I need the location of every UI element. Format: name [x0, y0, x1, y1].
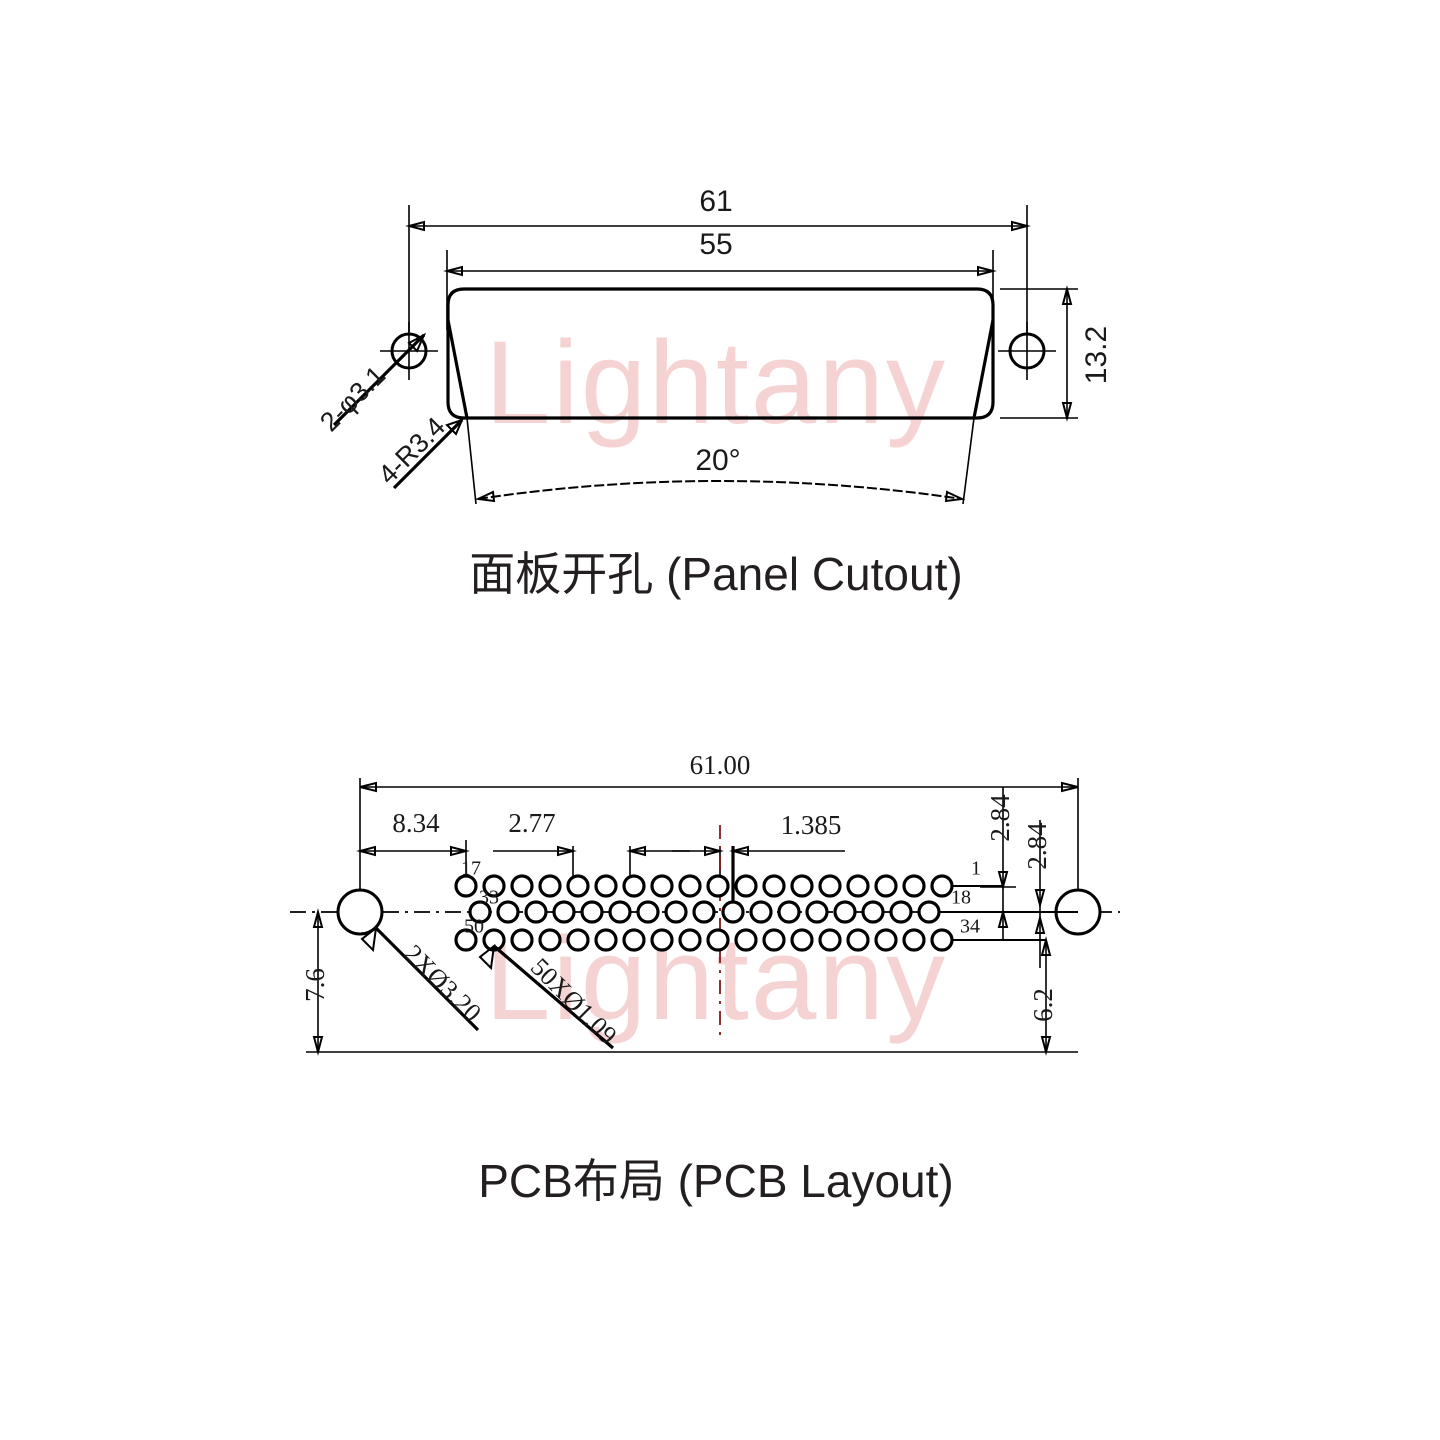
- pcb-hole-row-middle: [468, 900, 941, 924]
- dim-label-2-77: 2.77: [508, 808, 555, 838]
- pin-label-18: 18: [951, 887, 971, 909]
- dim-overall-width-61: 61: [405, 185, 1031, 360]
- dim-label-6-2: 6.2: [1028, 988, 1058, 1022]
- callout-label-2-phi3-1: 2-φ3.1: [314, 360, 391, 437]
- callout-label-4-r3-4: 4-R3.4: [372, 411, 451, 490]
- dim-label-7-6: 7.6: [300, 968, 330, 1002]
- dim-first-pin-offset-8-34: 8.34: [356, 808, 470, 878]
- pin-label-1: 1: [971, 858, 981, 880]
- watermark-panel: Lightany: [485, 317, 947, 449]
- dim-pcb-overall-61: 61.00: [359, 750, 1079, 908]
- pin-label-34: 34: [960, 916, 980, 938]
- cutout-outline: [446, 287, 995, 420]
- dim-angle-20: 20°: [466, 417, 975, 505]
- pcb-mounting-hole-left: [336, 888, 384, 936]
- pin-number-labels: 17 33 50 1 18 34: [461, 858, 981, 938]
- dim-half-pitch-1-385: 1.385: [672, 810, 845, 915]
- dim-label-61-00: 61.00: [690, 750, 751, 780]
- dim-label-2-84-lower: 2.84: [1022, 822, 1052, 870]
- dim-row-offset-lower-2-84: 2.84: [1022, 820, 1052, 968]
- dim-inner-width-55: 55: [443, 228, 997, 330]
- pin-leader-lines: [939, 885, 1078, 941]
- dim-label-55: 55: [699, 228, 732, 261]
- dim-label-8-34: 8.34: [392, 808, 440, 838]
- dim-height-13-2: 13.2: [1000, 285, 1113, 422]
- callout-4-r3-4: 4-R3.4: [372, 411, 464, 490]
- dim-label-1-385: 1.385: [781, 810, 842, 840]
- dim-label-20deg: 20°: [695, 444, 740, 477]
- pin-label-50: 50: [464, 916, 484, 938]
- callout-label-2x-dia-3-20: 2XØ3.20: [399, 939, 487, 1027]
- pcb-hole-row-top: [454, 874, 954, 898]
- dim-label-2-84-upper: 2.84: [985, 794, 1015, 842]
- pin-label-17: 17: [461, 858, 481, 880]
- pcb-hole-row-bottom: [454, 928, 954, 952]
- dim-label-61: 61: [699, 185, 732, 218]
- dim-pin-pitch-2-77: 2.77: [493, 808, 690, 884]
- dim-7-6: 7.6: [300, 908, 1078, 1056]
- dim-row-offset-upper-2-84: 2.84: [980, 787, 1016, 941]
- panel-cutout-caption: 面板开孔 (Panel Cutout): [469, 548, 962, 600]
- pcb-layout-caption: PCB布局 (PCB Layout): [478, 1155, 953, 1207]
- dim-6-2: 6.2: [1028, 936, 1058, 1056]
- cutout-mounting-hole-right: [998, 322, 1056, 380]
- dim-label-13-2: 13.2: [1080, 326, 1113, 384]
- callout-2-phi3-1: 2-φ3.1: [314, 332, 427, 437]
- pin-label-33: 33: [479, 887, 499, 909]
